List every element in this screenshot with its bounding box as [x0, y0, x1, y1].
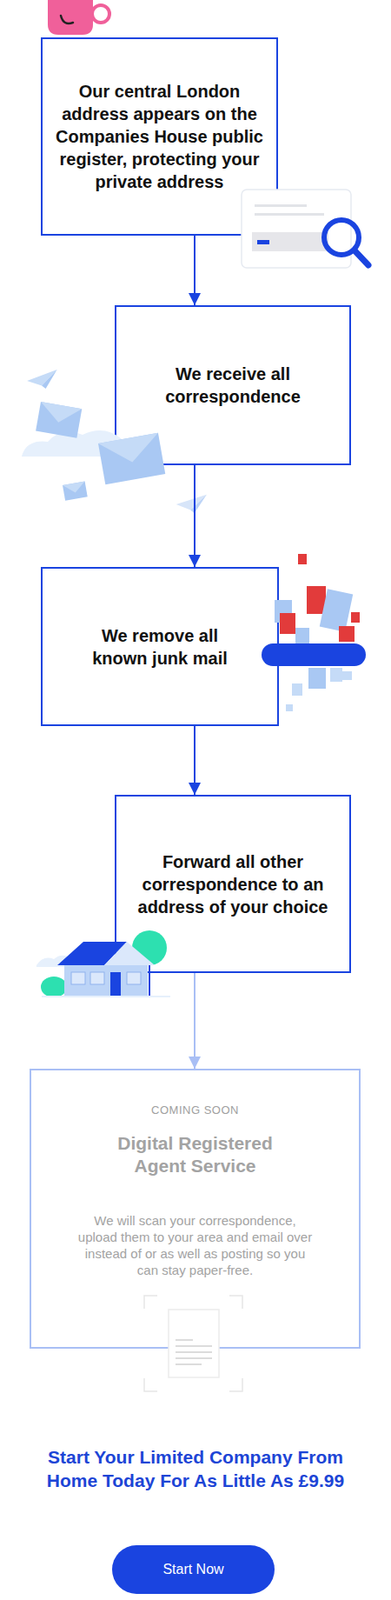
- flow-arrow: [193, 235, 196, 305]
- house-window: [90, 971, 105, 984]
- bush: [40, 975, 67, 997]
- mail-envelope: [295, 627, 310, 645]
- cup-icon: [47, 0, 110, 35]
- paper-plane: [175, 494, 209, 515]
- mail-envelope: [285, 703, 293, 711]
- plane-wing: [39, 369, 60, 390]
- coming-soon-box: COMING SOON Digital Registered Agent Serv…: [29, 1067, 361, 1348]
- box-body: We will scan your correspondence, upload…: [77, 1211, 314, 1278]
- envelope-body: [62, 480, 88, 500]
- card-cursor: [257, 239, 270, 245]
- plane-wing: [175, 494, 208, 511]
- junk-envelope: [279, 612, 296, 634]
- junk-envelope: [351, 611, 360, 623]
- junk-envelope: [298, 553, 307, 564]
- step-text: Our central London address appears on th…: [46, 79, 274, 193]
- process-box: We receive all correspondence: [114, 304, 352, 465]
- envelope-flap: [38, 401, 83, 426]
- house-door: [110, 971, 121, 996]
- house-window: [126, 971, 141, 984]
- document-line: [175, 1362, 202, 1365]
- mail-envelope: [291, 682, 303, 696]
- envelope-flap: [62, 480, 87, 494]
- cup-smile: [60, 15, 73, 24]
- mail-envelope: [319, 588, 353, 631]
- junk-envelope: [338, 625, 355, 642]
- flow-arrow: [193, 464, 196, 567]
- button-text: Start Now: [162, 1560, 224, 1577]
- mail-envelope: [330, 667, 343, 682]
- paper-plane: [26, 369, 60, 391]
- process-box: Forward all other correspondence to an a…: [114, 794, 352, 973]
- envelope: [62, 480, 88, 500]
- house-window: [71, 971, 86, 984]
- envelope: [35, 401, 82, 438]
- cup-handle: [92, 5, 110, 23]
- process-box: Our central London address appears on th…: [40, 37, 279, 236]
- cup-body: [47, 0, 93, 35]
- step-text: Forward all other correspondence to an a…: [119, 849, 347, 918]
- process-box: We remove all known junk mail: [40, 566, 279, 726]
- step-text: We receive all correspondence: [145, 362, 320, 408]
- document-line: [175, 1350, 213, 1352]
- call-to-action-heading: Start Your Limited Company From Home Tod…: [30, 1444, 361, 1492]
- magnifier-handle: [354, 250, 369, 266]
- magnifier-lens: [324, 219, 359, 255]
- cloud: [36, 954, 73, 967]
- envelope-body: [35, 401, 82, 438]
- ground-line: [41, 994, 171, 997]
- document-line: [175, 1356, 213, 1359]
- mail-envelope: [341, 670, 352, 680]
- flow-arrow: [193, 972, 196, 1068]
- start-button: Start Now: [112, 1544, 275, 1593]
- status-tag: COMING SOON: [151, 1102, 239, 1116]
- flow-arrow: [193, 725, 196, 795]
- step-text: We remove all known junk mail: [77, 623, 243, 670]
- mail-envelope: [308, 667, 326, 689]
- plane-wing: [26, 369, 60, 388]
- junk-envelope: [306, 585, 326, 614]
- box-heading: Digital Registered Agent Service: [99, 1131, 292, 1177]
- plane-wing: [189, 494, 209, 514]
